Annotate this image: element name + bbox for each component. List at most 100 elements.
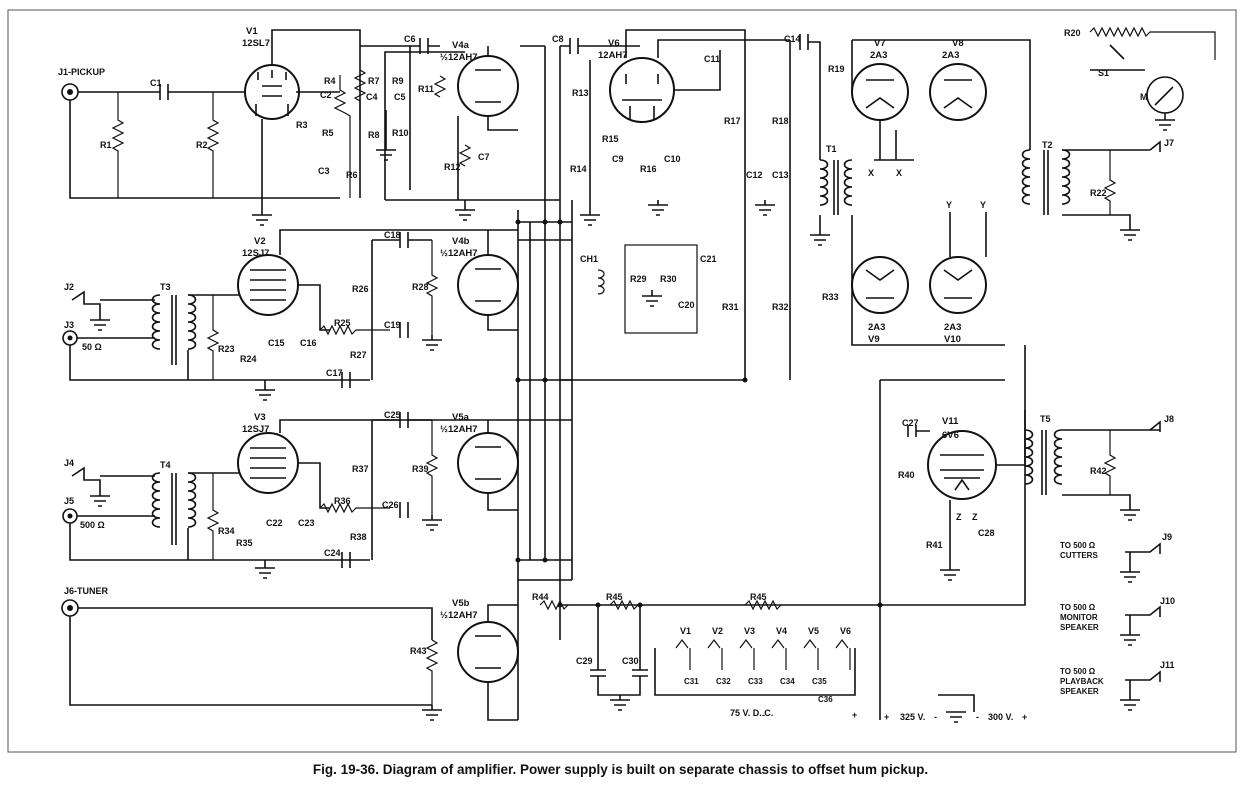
svg-text:300 V.: 300 V.	[988, 712, 1013, 722]
svg-text:J5: J5	[64, 496, 74, 506]
svg-text:R14: R14	[570, 164, 587, 174]
svg-text:TO 500 Ω: TO 500 Ω	[1060, 541, 1096, 550]
svg-text:R38: R38	[350, 532, 367, 542]
svg-text:R6: R6	[346, 170, 358, 180]
svg-text:C24: C24	[324, 548, 341, 558]
svg-text:V9: V9	[868, 334, 880, 345]
svg-text:R32: R32	[772, 302, 789, 312]
jack-j10	[1120, 605, 1161, 646]
svg-text:J8: J8	[1164, 414, 1174, 424]
svg-text:C7: C7	[478, 152, 490, 162]
svg-text:R4: R4	[324, 76, 336, 86]
svg-text:R45: R45	[750, 592, 767, 602]
svg-text:T2: T2	[1042, 140, 1053, 150]
heater-cap-label: C32	[716, 677, 731, 686]
svg-text:C8: C8	[552, 34, 564, 44]
transformer-t2-and-meter: T2 R22 J7 R20 S1 M	[1021, 26, 1216, 241]
heater-v1	[675, 639, 691, 670]
figure-caption: Fig. 19-36. Diagram of amplifier. Power …	[312, 762, 929, 777]
svg-text:C21: C21	[700, 254, 717, 264]
ground-v6	[580, 60, 600, 226]
v75-label: 75 V. D. C.	[730, 708, 773, 718]
svg-text:C2: C2	[320, 90, 332, 100]
svg-text:C17: C17	[326, 368, 343, 378]
ground-supply	[938, 694, 975, 723]
ground-t1	[810, 215, 830, 246]
svg-text:R35: R35	[236, 538, 253, 548]
svg-text:C12: C12	[746, 170, 763, 180]
jack-j8	[1149, 420, 1161, 432]
output-jacks: TO 500 Ω CUTTERS J9 TO 500 Ω MONITOR SPE…	[1060, 532, 1175, 711]
heater-cap-label: C31	[684, 677, 699, 686]
jack-j2	[71, 290, 110, 331]
svg-text:R20: R20	[1064, 28, 1081, 38]
svg-text:J9: J9	[1162, 532, 1172, 542]
tube-v9	[851, 256, 909, 314]
svg-text:R30: R30	[660, 274, 677, 284]
svg-text:V10: V10	[944, 334, 961, 345]
svg-text:J4: J4	[64, 458, 74, 468]
svg-text:C10: C10	[664, 154, 681, 164]
svg-text:C30: C30	[622, 656, 639, 666]
svg-text:12AH7: 12AH7	[448, 52, 478, 63]
svg-text:R1: R1	[100, 140, 112, 150]
svg-text:J2: J2	[64, 282, 74, 292]
svg-text:C14: C14	[784, 34, 801, 44]
heater-label-v3: V3	[744, 626, 755, 636]
svg-text:J7: J7	[1164, 138, 1174, 148]
svg-text:2A3: 2A3	[868, 322, 885, 333]
svg-text:Y: Y	[980, 200, 986, 210]
svg-text:R41: R41	[926, 540, 943, 550]
svg-text:R25: R25	[334, 318, 351, 328]
ground-tone	[376, 110, 396, 161]
svg-text:J11: J11	[1160, 660, 1175, 670]
svg-text:12SJ7: 12SJ7	[242, 424, 269, 435]
svg-text:R39: R39	[412, 464, 429, 474]
svg-text:T3: T3	[160, 282, 171, 292]
heater-cap-label: C33	[748, 677, 763, 686]
svg-text:+: +	[852, 710, 857, 720]
svg-text:R11: R11	[418, 84, 434, 94]
svg-text:R42: R42	[1090, 466, 1107, 476]
svg-text:R18: R18	[772, 116, 789, 126]
svg-text:R3: R3	[296, 120, 308, 130]
svg-text:V3: V3	[254, 412, 266, 423]
svg-text:C27: C27	[902, 418, 919, 428]
svg-text:12AH7: 12AH7	[448, 424, 478, 435]
heater-label-v2: V2	[712, 626, 723, 636]
svg-text:R2: R2	[196, 140, 208, 150]
tube-v8	[929, 63, 987, 121]
svg-text:V7: V7	[874, 38, 886, 49]
svg-text:-: -	[934, 712, 937, 722]
svg-text:CH1: CH1	[580, 254, 598, 264]
svg-text:+: +	[1022, 712, 1027, 722]
svg-text:R40: R40	[898, 470, 915, 480]
svg-text:2A3: 2A3	[944, 322, 961, 333]
svg-text:T1: T1	[826, 144, 837, 154]
svg-text:C29: C29	[576, 656, 593, 666]
tube-v5b	[457, 621, 519, 683]
svg-text:Z: Z	[972, 512, 978, 522]
svg-text:MONITOR: MONITOR	[1060, 613, 1098, 622]
svg-text:V11: V11	[942, 416, 959, 427]
ground-r27	[422, 335, 442, 351]
tuner-input-stage: J6-TUNER R43 V5b ½ 12AH7	[61, 586, 519, 721]
svg-text:V1: V1	[246, 26, 258, 37]
ground-bias	[755, 200, 775, 216]
svg-text:R23: R23	[218, 344, 235, 354]
svg-text:R43: R43	[410, 646, 427, 656]
diagram-border	[7, 9, 1237, 753]
jack-j9	[1120, 542, 1161, 583]
ground-supply-filter	[610, 695, 630, 711]
svg-text:M: M	[1140, 92, 1148, 102]
svg-text:½: ½	[440, 52, 448, 63]
jack-j4	[71, 466, 110, 507]
ground-meter	[1155, 113, 1175, 131]
svg-text:C16: C16	[300, 338, 317, 348]
svg-text:2A3: 2A3	[942, 50, 959, 61]
svg-text:12AH7: 12AH7	[448, 248, 478, 259]
jack-j7	[1130, 140, 1161, 152]
svg-text:C26: C26	[382, 500, 399, 510]
svg-text:TO 500 Ω: TO 500 Ω	[1060, 667, 1096, 676]
